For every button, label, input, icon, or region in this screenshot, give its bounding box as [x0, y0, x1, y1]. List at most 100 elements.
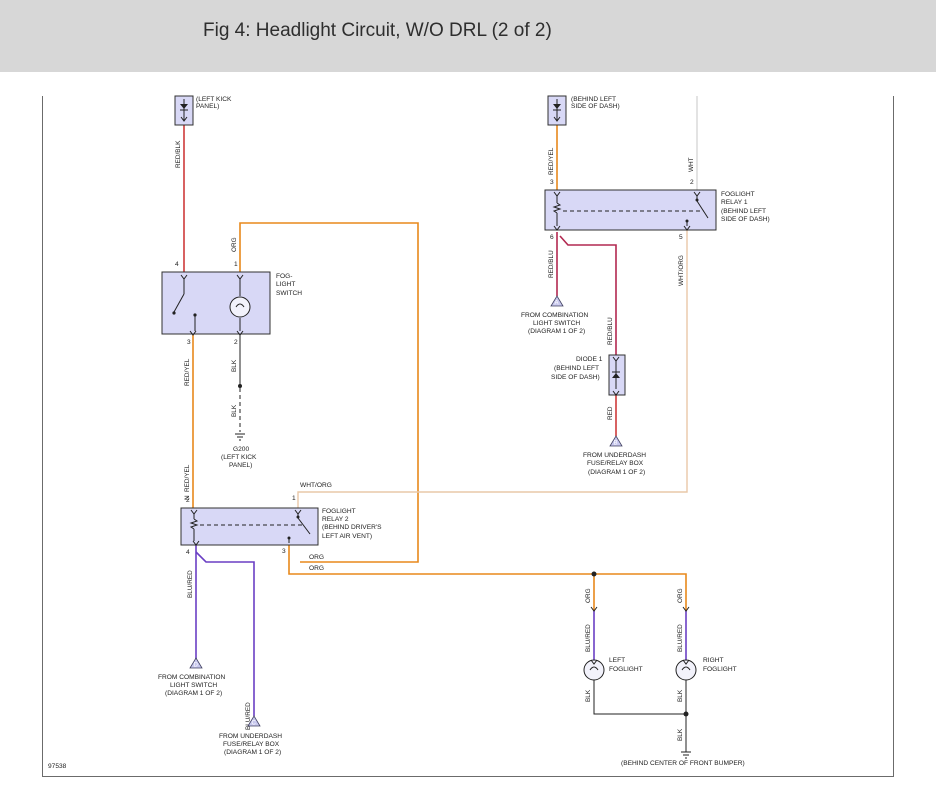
wire-label-blu-red-c: BLU/RED: [245, 702, 252, 730]
relay2-name-1: FOGLIGHT: [322, 508, 356, 515]
wire-label-org-a: ORG: [309, 554, 324, 561]
source-a-label-1: FROM COMBINATION: [521, 312, 589, 319]
splice-dot-org: [591, 571, 597, 577]
source-a-label-3: (DIAGRAM 1 OF 2): [528, 328, 585, 335]
fog-switch-name-3: SWITCH: [276, 290, 302, 297]
ground-bumper-icon: [681, 751, 691, 759]
wire-label-blk-switch: BLK: [231, 359, 238, 372]
wire-label-blu-red-d: BLU/RED: [187, 570, 194, 598]
relay2-pin-2: 2: [186, 497, 190, 504]
kick-panel-label-2: PANEL): [196, 103, 219, 110]
left-foglight-name-2: FOGLIGHT: [609, 666, 643, 673]
wire-label-red-blu-a: RED/BLU: [548, 250, 555, 278]
wire-label-red-yel-dash: RED/YEL: [548, 147, 555, 175]
connector-d-icon: D: [189, 657, 203, 669]
wire-org-loop: [239, 222, 419, 563]
diode-1-icon: [608, 354, 626, 396]
source-c-label-1: FROM UNDERDASH: [219, 733, 282, 740]
relay1-name-3: (BEHIND LEFT: [721, 208, 766, 215]
left-foglight-bulb-icon: [583, 659, 605, 681]
svg-text:C: C: [252, 721, 257, 727]
fog-switch-contacts: [172, 274, 251, 336]
dash-connector: [547, 95, 567, 126]
fog-switch-pin-4: 4: [175, 261, 179, 268]
source-b-label-3: (DIAGRAM 1 OF 2): [588, 469, 645, 476]
wire-label-red-blk: RED/BLK: [175, 140, 182, 168]
diode-label-2: (BEHIND LEFT: [554, 365, 599, 372]
wire-label-red-blu-diode: RED/BLU: [607, 317, 614, 345]
wire-label-red: RED: [607, 406, 614, 420]
relay2-pin-3: 3: [282, 548, 286, 555]
wire-label-blk-ground: BLK: [231, 404, 238, 417]
wire-label-blk-left-fog: BLK: [585, 689, 592, 702]
left-foglight-connector: [590, 606, 598, 612]
relay1-pin-5: 5: [679, 234, 683, 241]
relay1-pin-3: 3: [550, 179, 554, 186]
wire-label-org-switch: ORG: [231, 237, 238, 252]
ground-g200-icon: [235, 433, 245, 441]
connector-a-icon: A: [550, 295, 564, 307]
fog-switch-name-2: LIGHT: [276, 281, 295, 288]
g200-label-1: G200: [233, 446, 249, 453]
relay1-pin-2: 2: [690, 179, 694, 186]
source-c-label-3: (DIAGRAM 1 OF 2): [224, 749, 281, 756]
wire-label-org-left-fog: ORG: [585, 588, 592, 603]
wire-label-wht-org-relay2: WHT/ORG: [300, 482, 332, 489]
source-d-label-2: LIGHT SWITCH: [170, 682, 217, 689]
relay-1-contacts: [552, 191, 709, 231]
right-foglight-name-2: FOGLIGHT: [703, 666, 737, 673]
source-a-label-2: LIGHT SWITCH: [533, 320, 580, 327]
source-d-label-3: (DIAGRAM 1 OF 2): [165, 690, 222, 697]
n-label: N: [184, 495, 191, 500]
source-c-label-2: FUSE/RELAY BOX: [223, 741, 280, 748]
right-foglight-bulb-icon: [675, 659, 697, 681]
diode-label-3: SIDE OF DASH): [551, 374, 600, 381]
wire-label-red-yel-switch: RED/YEL: [184, 358, 191, 386]
wire-label-blk-ground-bumper: BLK: [677, 728, 684, 741]
fog-switch-name-1: FOG-: [276, 273, 292, 280]
wire-label-org-b: ORG: [309, 565, 324, 572]
fog-switch-pin-2: 2: [234, 339, 238, 346]
g200-label-3: PANEL): [229, 462, 252, 469]
svg-text:D: D: [194, 663, 199, 669]
fog-switch-pin-1: 1: [234, 261, 238, 268]
title-bar: Fig 4: Headlight Circuit, W/O DRL (2 of …: [0, 0, 936, 72]
diagram-frame: [42, 96, 894, 777]
relay2-name-2: RELAY 2: [322, 516, 349, 523]
source-b-label-1: FROM UNDERDASH: [583, 452, 646, 459]
dash-connector-label-1: (BEHIND LEFT: [571, 96, 616, 103]
wire-blk-left-fog: [593, 680, 686, 715]
relay1-name-1: FOGLIGHT: [721, 191, 755, 198]
wire-label-blu-red-right-fog: BLU/RED: [677, 624, 684, 652]
wire-wht-org: [297, 230, 688, 508]
svg-text:B: B: [614, 441, 618, 447]
wire-label-blk-right-fog: BLK: [677, 689, 684, 702]
splice-dot-switch: [238, 384, 242, 388]
wire-org-foglights: [288, 545, 687, 611]
fog-switch-pin-3: 3: [187, 339, 191, 346]
relay1-name-2: RELAY 1: [721, 199, 748, 206]
relay1-name-4: SIDE OF DASH): [721, 216, 770, 223]
source-d-label-1: FROM COMBINATION: [158, 674, 226, 681]
foglight-relay-1-box: [544, 189, 717, 231]
relay-2-contacts: [189, 509, 311, 546]
diode-label-1: DIODE 1: [576, 356, 603, 363]
relay2-name-4: LEFT AIR VENT): [322, 533, 372, 540]
relay1-pin-6: 6: [550, 234, 554, 241]
wire-red-blu-diode: [559, 235, 617, 355]
left-foglight-name-1: LEFT: [609, 657, 625, 664]
wire-label-wht-org-relay1: WHT/ORG: [678, 255, 685, 286]
ground-bumper-label: (BEHIND CENTER OF FRONT BUMPER): [621, 760, 745, 767]
connector-b-icon: B: [609, 435, 623, 447]
right-foglight-name-1: RIGHT: [703, 657, 724, 664]
connector-c-icon: C: [247, 715, 261, 727]
svg-text:A: A: [555, 301, 559, 307]
wire-label-wht: WHT: [688, 157, 695, 172]
kick-panel-label-1: (LEFT KICK: [196, 96, 232, 103]
dash-connector-label-2: SIDE OF DASH): [571, 103, 620, 110]
kick-panel-connector: [174, 95, 194, 126]
relay2-pin-1: 1: [292, 495, 296, 502]
right-foglight-connector: [682, 606, 690, 612]
foglight-relay-2-box: [180, 507, 319, 546]
